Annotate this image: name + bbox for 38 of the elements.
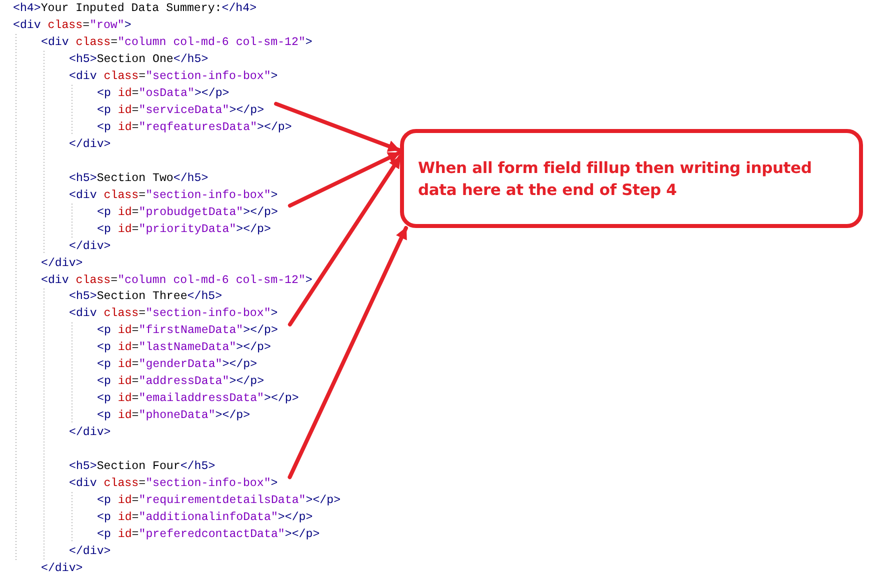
code-line: <h5>Section Two</h5>	[69, 170, 208, 187]
callout-box	[400, 129, 863, 228]
leader-arrow	[288, 226, 408, 480]
code-line: </div>	[41, 561, 83, 577]
leader-arrow	[288, 151, 401, 208]
leader-arrow	[274, 102, 401, 152]
code-line: <div class="section-info-box">	[69, 306, 278, 322]
code-line: </div>	[41, 256, 83, 272]
code-line: </div>	[69, 544, 111, 560]
code-line: <h4>Your Inputed Data Summery:</h4>	[13, 1, 257, 17]
code-line: <h5>Section One</h5>	[69, 52, 208, 68]
code-line: <p id="requirementdetailsData"></p>	[97, 493, 341, 510]
code-line: <p id="probudgetData"></p>	[97, 204, 278, 221]
code-line: </div>	[69, 238, 111, 255]
code-line: <p id="reqfeaturesData"></p>	[97, 120, 292, 136]
code-line: <p id="additionalinfoData"></p>	[97, 510, 313, 526]
callout-text: When all form field fillup then writing inputed data here at the end of Step 4	[418, 158, 813, 200]
code-line: <p id="addressData"></p>	[97, 374, 264, 390]
code-line: <p id="firstNameData"></p>	[97, 322, 278, 340]
code-line: </div>	[69, 136, 111, 153]
code-line: </div>	[69, 425, 111, 442]
code-line: <p id="preferedcontactData"></p>	[97, 527, 320, 544]
leader-arrow	[288, 155, 402, 326]
code-line: <div class="column col-md-6 col-sm-12">	[41, 272, 312, 289]
code-line: <p id="lastNameData"></p>	[97, 340, 271, 356]
code-line: <div class="column col-md-6 col-sm-12">	[41, 34, 312, 51]
code-line: <p id="genderData"></p>	[97, 357, 258, 374]
code-line: <div class="section-info-box">	[69, 68, 278, 85]
code-line: <p id="osData"></p>	[97, 86, 230, 102]
code-line: <div class="section-info-box">	[69, 188, 278, 204]
code-line: <h5>Section Three</h5>	[69, 289, 222, 306]
code-line: <p id="emailaddressData"></p>	[97, 391, 299, 408]
code-line: <p id="serviceData"></p>	[97, 102, 264, 119]
code-line: <div class="row">	[13, 18, 132, 34]
code-line: <p id="phoneData"></p>	[97, 408, 250, 424]
code-line: <p id="priorityData"></p>	[97, 222, 271, 238]
code-line: <div class="section-info-box">	[69, 475, 278, 492]
code-line: <h5>Section Four</h5>	[69, 459, 216, 476]
